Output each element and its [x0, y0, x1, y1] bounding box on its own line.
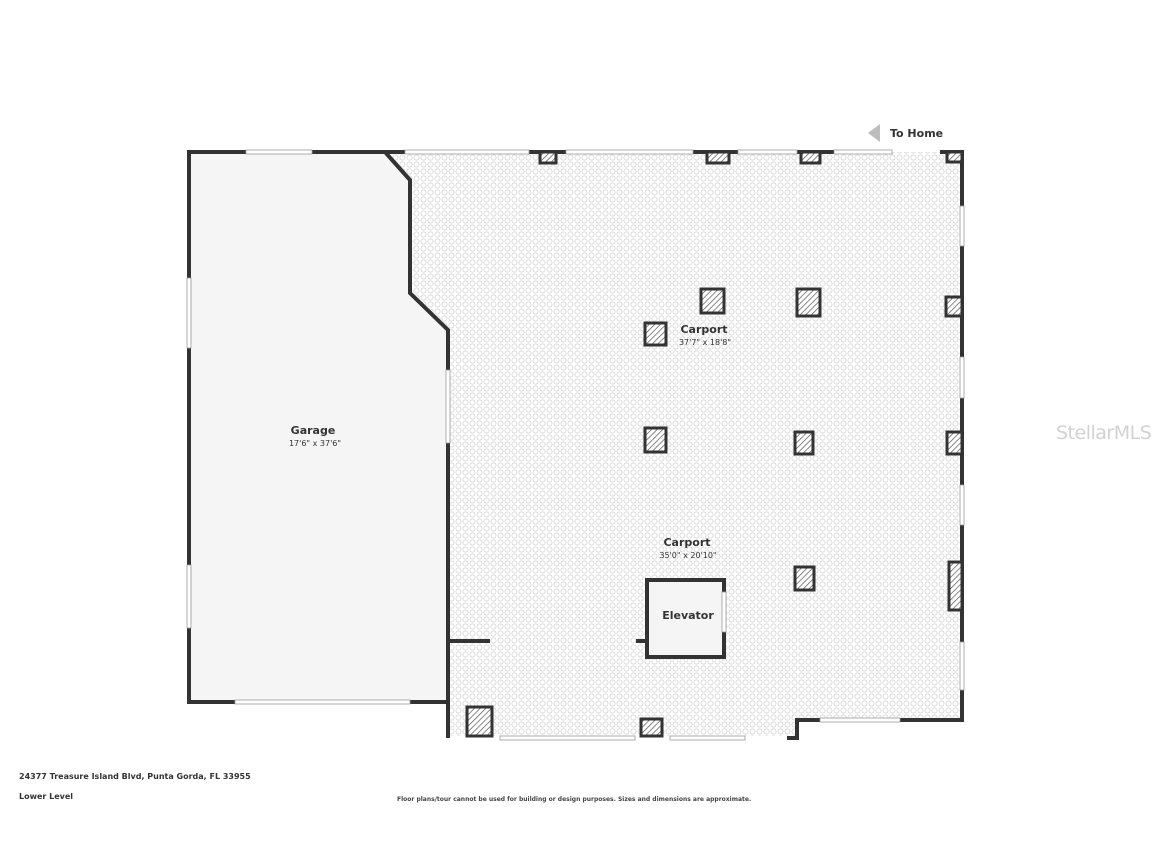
carport-upper-room-dimensions: 37'7" x 18'8" — [679, 338, 731, 347]
pillar — [793, 430, 815, 456]
to-home-label: To Home — [890, 127, 943, 140]
pillar — [945, 150, 964, 164]
pillar — [643, 321, 668, 347]
property-address: 24377 Treasure Island Blvd, Punta Gorda,… — [19, 772, 251, 781]
pillar — [699, 287, 726, 315]
pillar — [643, 426, 668, 454]
stellarmls-watermark: StellarMLS — [1056, 422, 1151, 444]
pillar — [705, 150, 731, 165]
garage-windows — [186, 149, 451, 705]
carport-upper-room-name: Carport — [680, 323, 727, 336]
garage-room-name: Garage — [291, 424, 336, 437]
garage-room-dimensions: 17'6" x 37'6" — [289, 439, 341, 448]
arrow-left-icon — [868, 124, 880, 142]
pillar — [793, 565, 816, 592]
carport-windows — [404, 149, 965, 741]
garage-floor — [189, 152, 448, 702]
carport-lower-room-name: Carport — [663, 536, 710, 549]
elevator-label: Elevator — [662, 609, 714, 622]
pillar — [639, 717, 664, 738]
garage-walls — [187, 150, 450, 738]
pillar — [799, 150, 822, 165]
pillar — [944, 295, 964, 318]
floor-level-label: Lower Level — [19, 792, 74, 801]
elevator — [636, 578, 727, 659]
pillar — [538, 150, 558, 165]
pillar — [465, 705, 494, 738]
disclaimer-text: Floor plans/tour cannot be used for buil… — [397, 796, 752, 803]
elevator-door — [721, 591, 727, 633]
pillar — [945, 430, 964, 456]
carport-lower-room-dimensions: 35'0" x 20'10" — [659, 551, 716, 560]
pillar — [947, 560, 964, 612]
pillar — [795, 287, 822, 318]
pillars — [465, 150, 964, 738]
